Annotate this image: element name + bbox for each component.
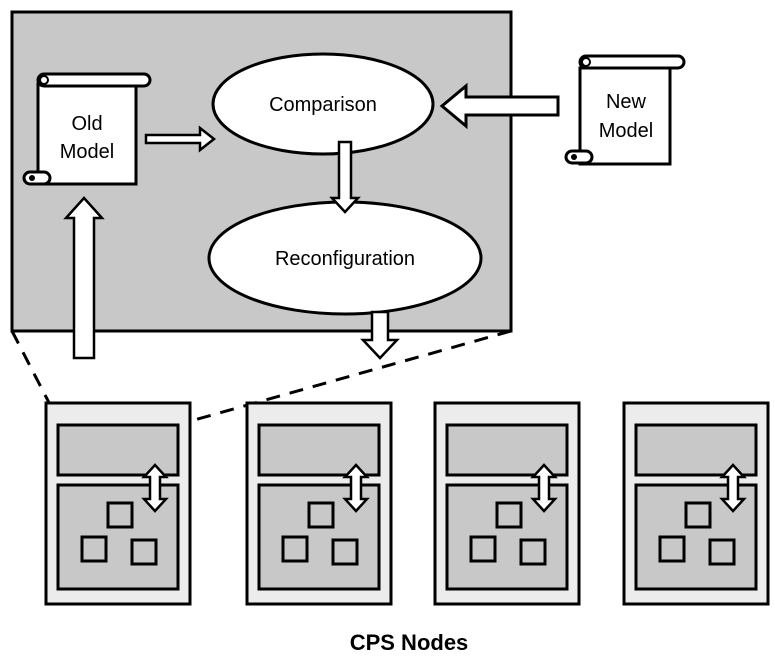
old-model-label-line1: Old: [71, 113, 102, 135]
cps-node-component: [130, 538, 158, 566]
cps-node-1: [44, 401, 192, 606]
bidirectional-arrow-icon: [719, 463, 747, 513]
cps-node-2: [245, 401, 393, 606]
cps-node-component: [684, 501, 712, 529]
cps-node-component: [331, 538, 359, 566]
arrow-reconfiguration-to-nodes: [360, 310, 400, 360]
cps-node-component: [281, 535, 309, 563]
bidirectional-arrow-icon: [141, 463, 169, 513]
cps-node-4: [622, 401, 770, 606]
comparison-label: Comparison: [269, 94, 377, 116]
cps-node-component: [80, 535, 108, 563]
arrow-node-to-old-model: [63, 196, 105, 360]
cps-node-3: [433, 401, 581, 606]
bidirectional-arrow-icon: [530, 463, 558, 513]
cps-node-component: [658, 535, 686, 563]
cps-nodes-group: [44, 401, 770, 606]
new-model-label-line1: New: [606, 91, 647, 113]
new-model-label-line2: Model: [599, 120, 653, 142]
cps-node-component: [708, 538, 736, 566]
cps-node-top-module: [634, 423, 758, 477]
arrow-new-to-comparison: [439, 82, 560, 130]
cps-node-top-module: [445, 423, 569, 477]
cps-node-component: [469, 535, 497, 563]
cps-node-component: [519, 538, 547, 566]
new-model-scroll-icon: [564, 54, 686, 166]
arrow-comparison-to-reconfiguration: [329, 140, 361, 214]
cps-node-top-module: [56, 423, 180, 477]
cps-node-component: [495, 501, 523, 529]
cps-node-top-module: [257, 423, 381, 477]
old-model-scroll-icon: [22, 72, 152, 186]
zoom-line-left: [10, 330, 62, 425]
old-model-label-line2: Model: [60, 141, 114, 163]
cps-nodes-caption: CPS Nodes: [350, 630, 469, 655]
comparison-ellipse: [211, 52, 435, 156]
reconfiguration-label: Reconfiguration: [275, 248, 415, 270]
zoom-line-right: [179, 329, 512, 426]
cps-node-component: [307, 501, 335, 529]
arrow-old-to-comparison: [144, 125, 217, 153]
bidirectional-arrow-icon: [342, 463, 370, 513]
cps-node-component: [106, 501, 134, 529]
